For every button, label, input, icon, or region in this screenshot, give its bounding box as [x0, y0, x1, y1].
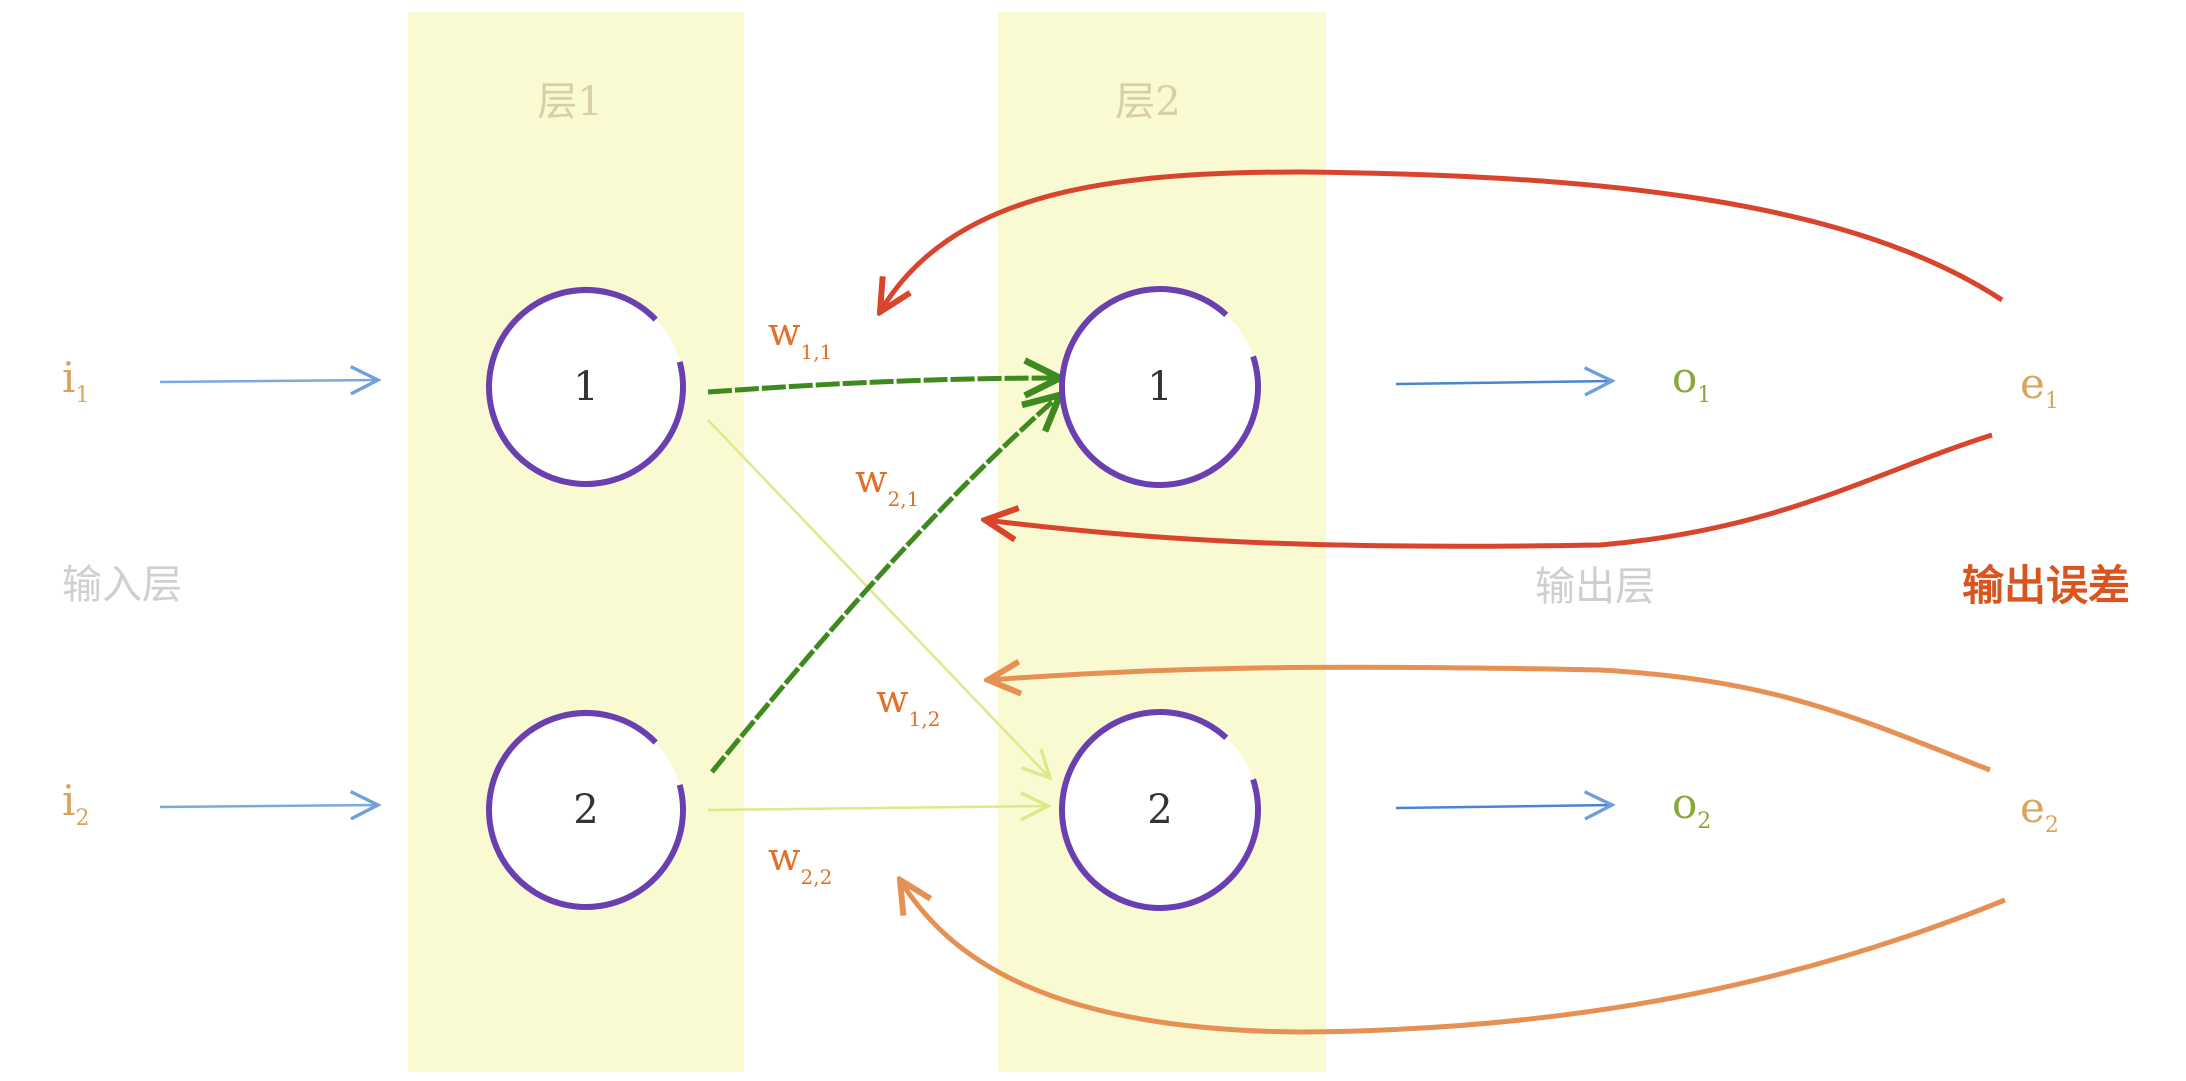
output-layer-label: 输出层	[1535, 564, 1655, 610]
layer1-band	[408, 12, 744, 1072]
input-arrow-2	[159, 805, 378, 807]
layer2-node-1: 1	[1059, 286, 1261, 488]
layer1-node-2: 2	[486, 710, 686, 910]
layer2-node-1-label: 1	[1147, 364, 1172, 410]
error-e1: e1	[2020, 359, 2059, 414]
link-w21	[710, 395, 1060, 774]
error-curve-e1-to-w11	[880, 169, 2004, 312]
input-arrow-1	[159, 380, 378, 382]
weight-w21: w2,1	[855, 457, 919, 511]
link-w11	[707, 378, 1060, 392]
layer2-node-2: 2	[1059, 709, 1261, 911]
layer1-node-1: 1	[486, 287, 686, 487]
error-curve-e2-to-w12	[988, 667, 1991, 773]
input-i1: i1	[62, 353, 89, 408]
layer1-node-1-label: 1	[573, 364, 598, 410]
output-o1: o1	[1672, 353, 1711, 408]
layer1-label: 层1	[537, 79, 602, 125]
layer2-node-2-label: 2	[1147, 787, 1172, 833]
layer2-label: 层2	[1115, 79, 1180, 125]
error-curve-e2-to-w22	[900, 880, 2006, 1035]
weight-w22: w2,2	[768, 835, 832, 889]
link-w12	[707, 419, 1050, 778]
error-curve-e1-to-w21	[985, 432, 1993, 549]
layer1-node-2-label: 2	[573, 787, 598, 833]
link-w22	[707, 806, 1048, 810]
weight-w11: w1,1	[768, 310, 832, 364]
input-i2: i2	[62, 776, 89, 831]
output-arrow-2	[1395, 805, 1612, 808]
output-arrow-1	[1395, 381, 1612, 384]
input-layer-label: 输入层	[62, 562, 182, 608]
error-e2: e2	[2020, 783, 2059, 838]
output-error-label: 输出误差	[1962, 561, 2130, 610]
output-o2: o2	[1672, 779, 1711, 834]
weight-w12: w1,2	[876, 677, 940, 731]
